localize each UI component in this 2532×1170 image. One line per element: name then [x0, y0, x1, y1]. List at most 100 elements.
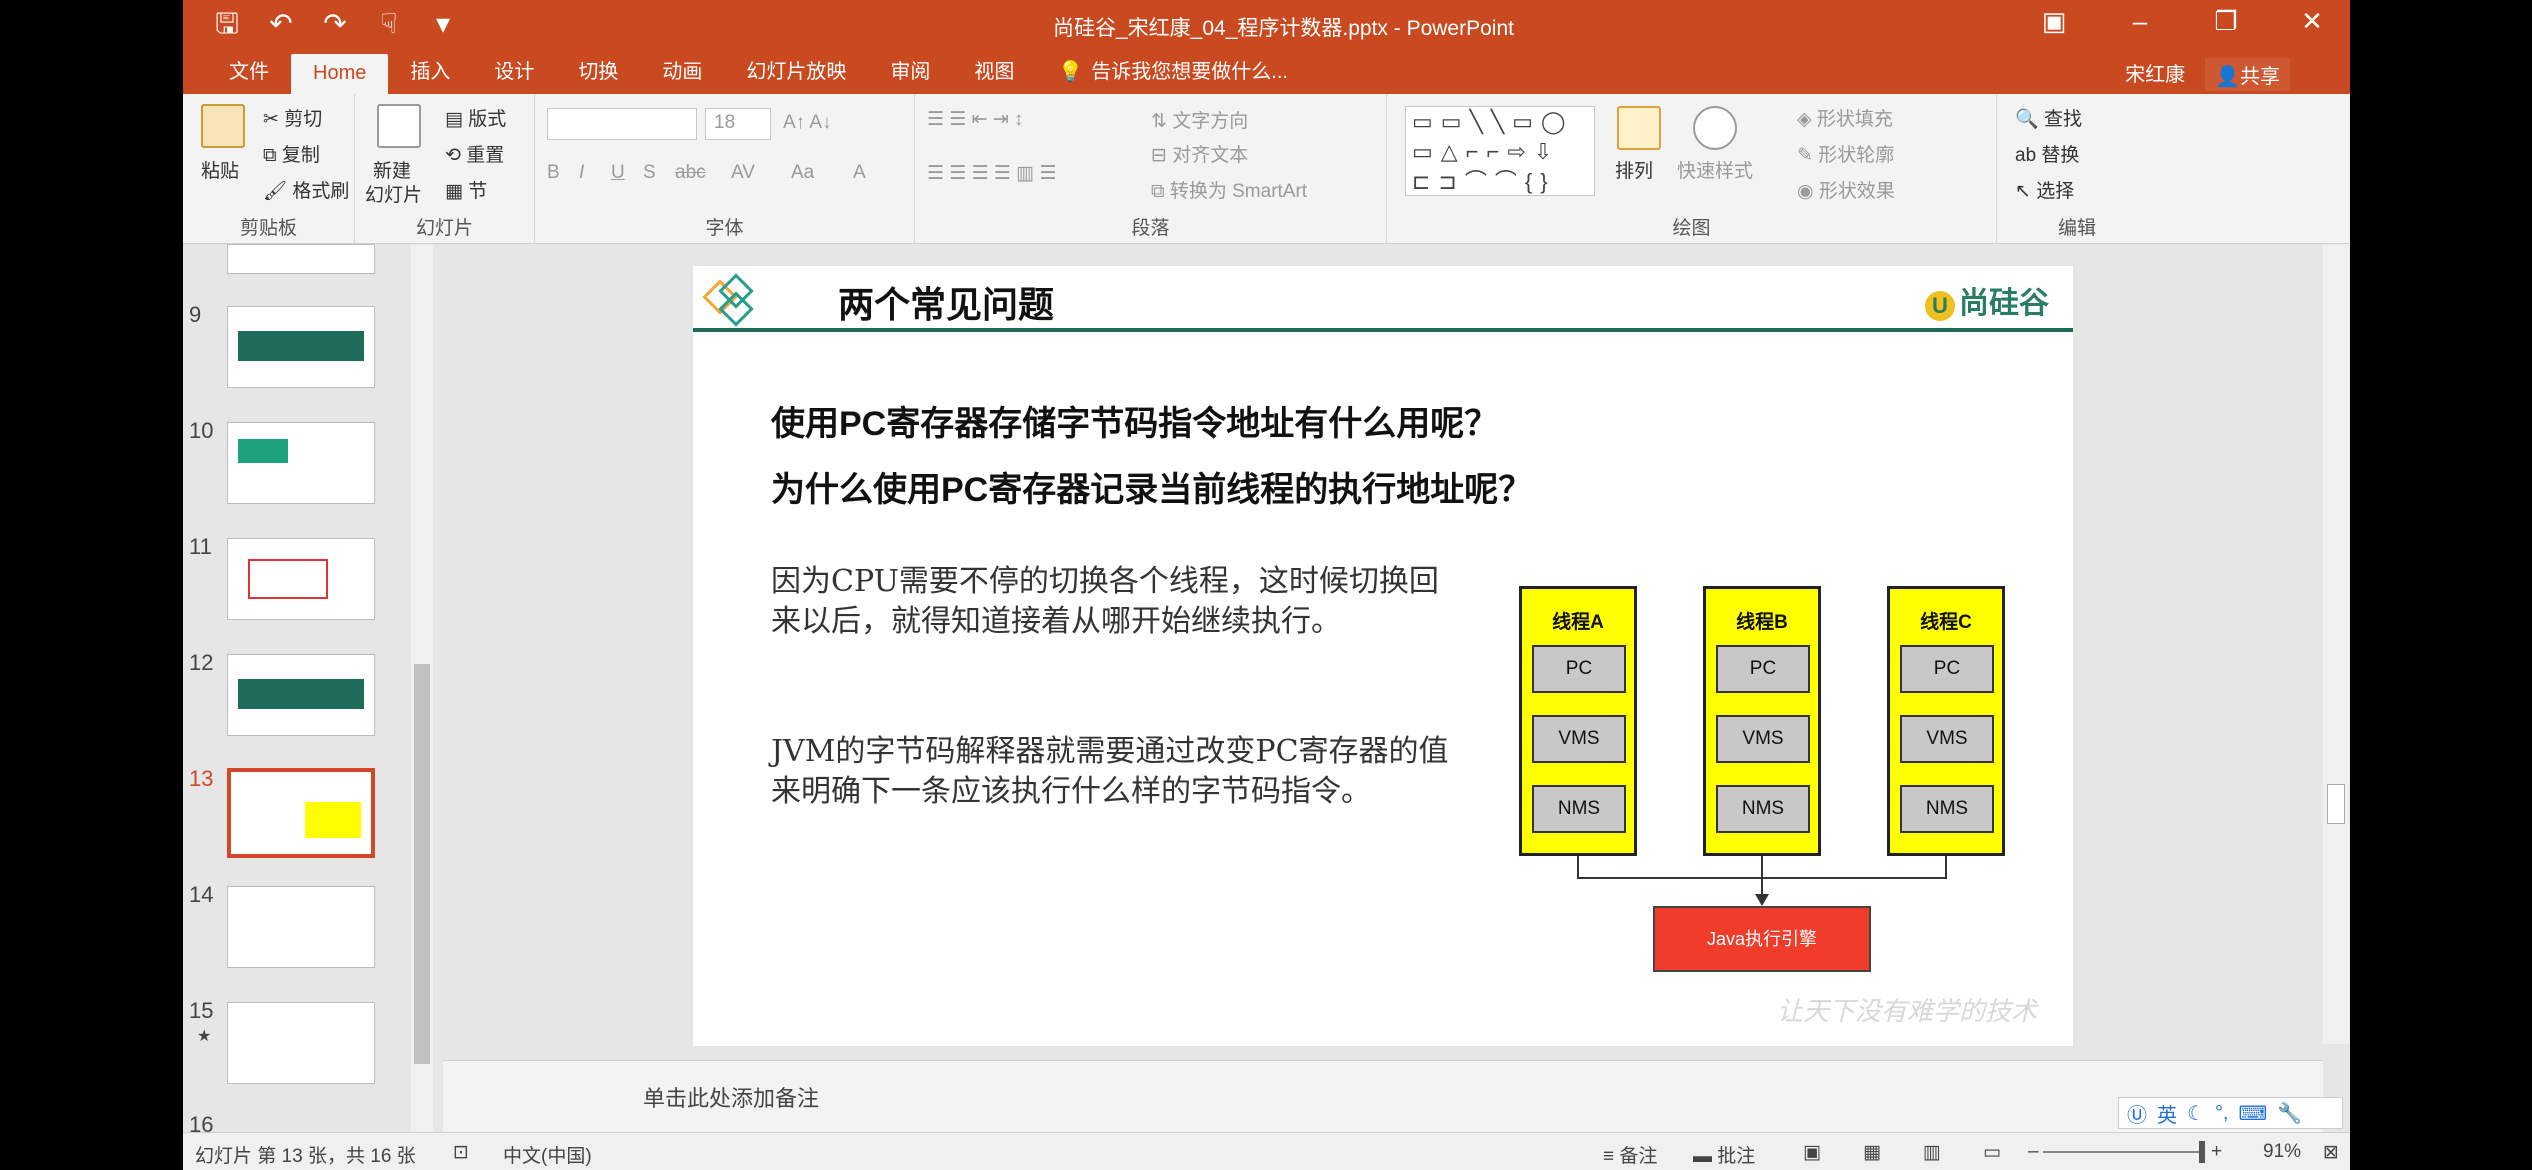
restore-icon[interactable]: ❐	[2214, 6, 2238, 36]
quick-styles-button[interactable]: 快速样式	[1677, 161, 1754, 182]
share-button[interactable]: 👤共享	[2205, 58, 2290, 91]
paste-icon[interactable]	[201, 104, 245, 148]
arrange-icon[interactable]	[1617, 106, 1661, 150]
language-indicator[interactable]: 中文(中国)	[503, 1146, 592, 1167]
ribbon-display-icon[interactable]: ▣	[2041, 6, 2067, 36]
thumbnail-15[interactable]	[227, 1002, 375, 1084]
thread-b-box[interactable]: 线程B PC VMS NMS	[1703, 586, 1821, 856]
zoom-in-icon[interactable]: +	[2211, 1141, 2223, 1162]
zoom-level[interactable]: 91%	[2263, 1141, 2302, 1162]
arrange-button[interactable]: 排列	[1615, 161, 1654, 182]
tab-slideshow[interactable]: 幻灯片放映	[746, 61, 847, 83]
slideshow-view-icon[interactable]: ▭	[1983, 1142, 2001, 1163]
thumbnail-scroll-thumb[interactable]	[414, 664, 430, 1064]
notes-pane[interactable]: 单击此处添加备注	[443, 1060, 2323, 1132]
shape-effects-button[interactable]: ◉ 形状效果	[1797, 176, 1895, 203]
redo-icon[interactable]: ↷	[323, 8, 347, 39]
change-case-button[interactable]: Aa	[791, 162, 815, 183]
underline-button[interactable]: U	[611, 162, 625, 183]
answer-paragraph-2[interactable]: JVM的字节码解释器就需要通过改变PC寄存器的值来明确下一条应该执行什么样的字节…	[771, 734, 1449, 809]
tab-insert[interactable]: 插入	[410, 61, 451, 83]
tab-view[interactable]: 视图	[974, 61, 1015, 83]
slide-scrollbar[interactable]	[2323, 244, 2349, 1044]
new-slide-button[interactable]: 新建	[373, 161, 412, 182]
find-button[interactable]: 🔍 查找	[2015, 104, 2082, 131]
layout-button[interactable]: ▤ 版式	[445, 104, 506, 131]
notes-placeholder[interactable]: 单击此处添加备注	[643, 1086, 820, 1111]
align-text-button[interactable]: ⊟ 对齐文本	[1151, 140, 1248, 167]
undo-icon[interactable]: ↶	[269, 8, 293, 39]
tab-transitions[interactable]: 切换	[578, 61, 619, 83]
align-icons[interactable]: ☰ ☰ ☰ ☰ ▥ ☰	[927, 163, 1057, 184]
thread-a-box[interactable]: 线程A PC VMS NMS	[1519, 586, 1637, 856]
thumbnail-scrollbar[interactable]	[411, 244, 433, 1132]
reading-view-icon[interactable]: ▥	[1923, 1142, 1941, 1163]
ime-language[interactable]: 英	[2157, 1104, 2177, 1127]
shadow-button[interactable]: S	[643, 162, 656, 183]
text-direction-button[interactable]: ⇅ 文字方向	[1151, 106, 1248, 133]
reset-button[interactable]: ⟲ 重置	[445, 140, 504, 167]
tab-review[interactable]: 审阅	[890, 61, 931, 83]
shapes-gallery[interactable]: ▭▭╲╲▭◯▭△⌐⌐⇨⇩⊏⊐⌒⌒{}	[1405, 106, 1595, 196]
tab-animations[interactable]: 动画	[662, 61, 703, 83]
question-1[interactable]: 使用PC寄存器存储字节码指令地址有什么用呢？	[771, 405, 1499, 443]
zoom-out-icon[interactable]: –	[2028, 1141, 2039, 1162]
tab-file[interactable]: 文件	[229, 61, 269, 83]
shape-fill-button[interactable]: ◈ 形状填充	[1797, 104, 1893, 131]
thumbnail-13-selected[interactable]	[227, 768, 375, 858]
font-name-box[interactable]	[547, 108, 697, 140]
format-painter-button[interactable]: 🖌 格式刷	[263, 176, 349, 203]
font-size-box[interactable]: 18	[705, 108, 771, 140]
save-icon[interactable]: 🖫	[215, 8, 239, 39]
slide-title[interactable]: 两个常见问题	[838, 284, 1055, 325]
question-2[interactable]: 为什么使用PC寄存器记录当前线程的执行地址呢？	[771, 471, 1533, 509]
smartart-button[interactable]: ⧉ 转换为 SmartArt	[1151, 176, 1307, 203]
copy-button[interactable]: ⧉ 复制	[263, 140, 320, 167]
thumbnail-9[interactable]	[227, 306, 375, 388]
customize-qat-icon[interactable]: ▾	[435, 8, 451, 39]
normal-view-icon[interactable]: ▣	[1803, 1142, 1821, 1163]
thumbnail-8-partial[interactable]	[227, 244, 375, 274]
thumbnail-11[interactable]	[227, 538, 375, 620]
notes-toggle[interactable]: ≡ 备注	[1603, 1141, 1657, 1168]
new-slide-label-2[interactable]: 幻灯片	[365, 185, 423, 206]
bullets-icon[interactable]: ☰ ☰ ⇤ ⇥ ↕	[927, 109, 1024, 130]
thread-a-nms: NMS	[1532, 785, 1626, 833]
minimize-icon[interactable]: –	[2132, 6, 2148, 36]
touch-mode-icon[interactable]: ☟	[380, 8, 398, 39]
slide-sorter-icon[interactable]: ▦	[1863, 1142, 1881, 1163]
italic-button[interactable]: I	[579, 162, 585, 183]
tab-home[interactable]: Home	[291, 54, 389, 94]
grow-font-icon[interactable]: A↑ A↓	[783, 112, 832, 133]
slide-scroll-thumb[interactable]	[2327, 784, 2345, 824]
tell-me-box[interactable]: 💡 告诉我您想要做什么...	[1036, 50, 1310, 94]
new-slide-icon[interactable]	[377, 104, 421, 148]
quick-styles-icon[interactable]	[1693, 106, 1737, 150]
fit-slide-icon[interactable]: ⊠	[2323, 1142, 2339, 1163]
select-button[interactable]: ↖ 选择	[2015, 176, 2074, 203]
comments-toggle[interactable]: ▬ 批注	[1693, 1141, 1755, 1168]
cut-button[interactable]: ✂ 剪切	[263, 104, 322, 131]
ime-toolbar[interactable]: Ⓤ 英 ☾ °, ⌨ 🔧	[2118, 1097, 2343, 1129]
font-color-button[interactable]: A	[853, 162, 866, 183]
replace-button[interactable]: ab 替换	[2015, 140, 2079, 167]
thread-c-box[interactable]: 线程C PC VMS NMS	[1887, 586, 2005, 856]
spellcheck-icon[interactable]: ⊡	[453, 1142, 469, 1163]
char-spacing-button[interactable]: AV	[731, 162, 755, 183]
bold-button[interactable]: B	[547, 162, 560, 183]
thumbnail-10[interactable]	[227, 422, 375, 504]
java-execution-engine-box[interactable]: Java执行引擎	[1653, 906, 1871, 972]
user-name[interactable]: 宋红康	[2125, 64, 2186, 86]
answer-paragraph-1[interactable]: 因为CPU需要不停的切换各个线程，这时候切换回来以后，就得知道接着从哪开始继续执…	[771, 564, 1439, 639]
thumbnail-12[interactable]	[227, 654, 375, 736]
zoom-slider[interactable]	[2043, 1151, 2203, 1153]
tab-design[interactable]: 设计	[494, 61, 535, 83]
close-icon[interactable]: ✕	[2301, 6, 2323, 36]
section-button[interactable]: ▦ 节	[445, 176, 487, 203]
paste-button[interactable]: 粘贴	[201, 161, 240, 182]
thumbnail-14[interactable]	[227, 886, 375, 968]
strikethrough-button[interactable]: abc	[675, 162, 706, 183]
shape-outline-button[interactable]: ✎ 形状轮廓	[1797, 140, 1894, 167]
zoom-slider-knob[interactable]	[2199, 1141, 2205, 1163]
